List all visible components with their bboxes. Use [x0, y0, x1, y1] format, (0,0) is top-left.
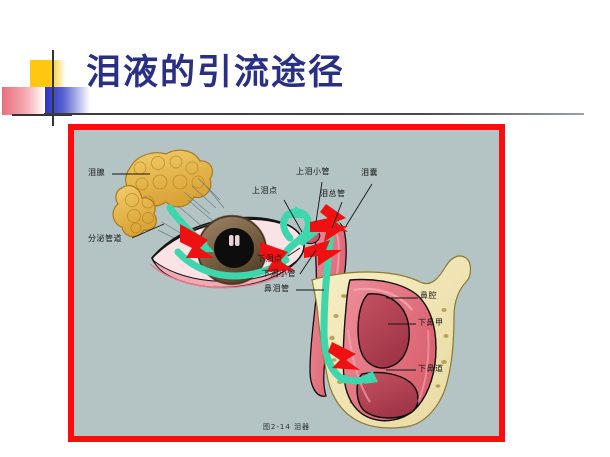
label-common-canaliculus: 泪总管	[320, 189, 346, 198]
label-inferior-canaliculus: 下泪小管	[262, 269, 296, 278]
title-underline-rule	[44, 113, 584, 115]
direction-arrows	[180, 204, 360, 370]
label-leader-lines	[112, 173, 418, 371]
page-title: 泪液的引流途径	[86, 52, 346, 93]
title-decoration	[0, 50, 120, 128]
figure-caption: 图2-14 泪器	[262, 423, 311, 431]
lacrimal-apparatus-illustration	[74, 130, 499, 436]
decoration-vertical-line	[52, 50, 54, 126]
label-lacrimal-gland: 泪腺	[88, 168, 105, 177]
decoration-square-red	[2, 87, 45, 115]
decoration-horizontal-line	[12, 114, 72, 116]
decoration-square-yellow	[30, 60, 66, 88]
figure-frame: 泪腺 分泌管道 上泪点 上泪小管 泪总管 泪囊 下泪点 下泪小管 鼻泪管 鼻腔 …	[68, 124, 505, 442]
label-superior-canaliculus: 上泪小管	[296, 167, 330, 176]
label-lacrimal-sac: 泪囊	[361, 168, 378, 177]
nasal-cavity-mucosa	[342, 278, 437, 422]
label-inferior-meatus: 下鼻道	[418, 364, 444, 373]
lacrimal-gland-shape	[112, 149, 213, 237]
label-nasal-cavity: 鼻腔	[420, 291, 437, 300]
label-inferior-punctum: 下泪点	[257, 254, 283, 263]
label-inferior-turbinate: 下鼻甲	[418, 318, 444, 327]
anatomy-diagram: 泪腺 分泌管道 上泪点 上泪小管 泪总管 泪囊 下泪点 下泪小管 鼻泪管 鼻腔 …	[74, 130, 499, 436]
label-superior-punctum: 上泪点	[252, 186, 278, 195]
label-nasolacrimal-duct: 鼻泪管	[264, 284, 290, 293]
label-secretory-ducts: 分泌管道	[88, 234, 122, 243]
